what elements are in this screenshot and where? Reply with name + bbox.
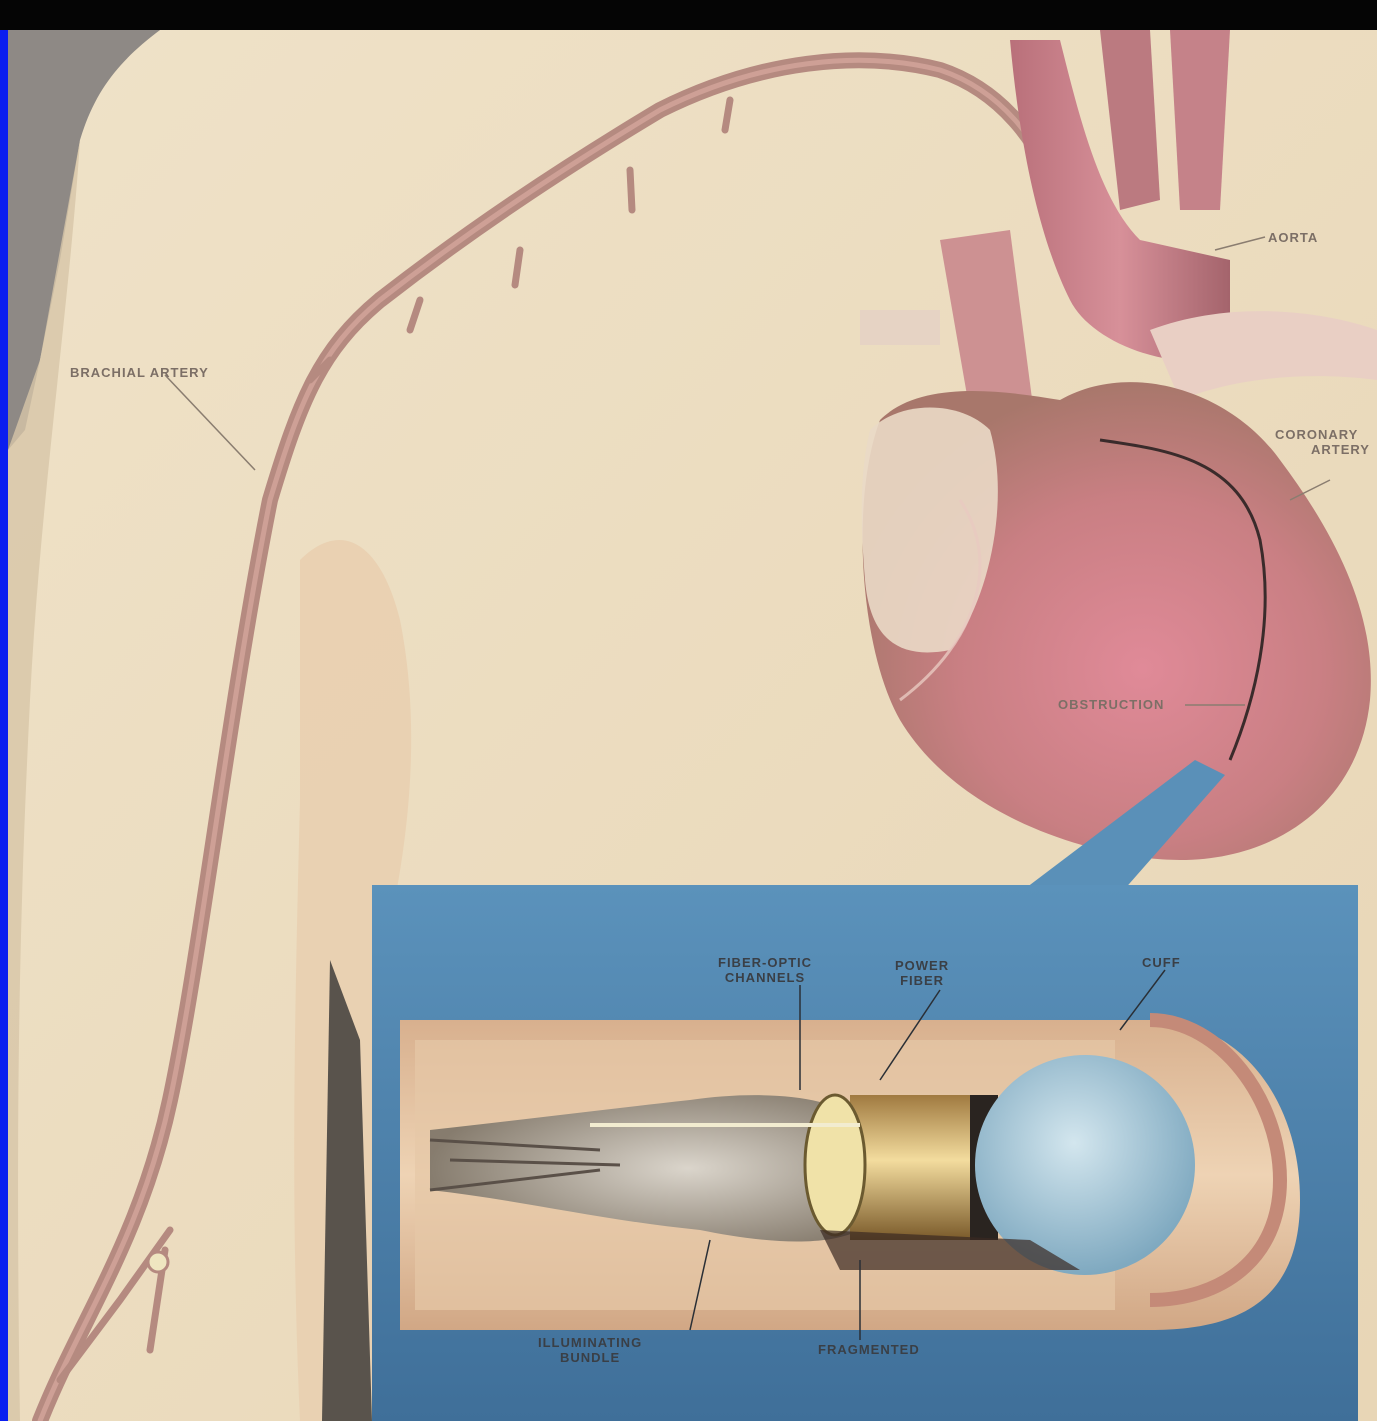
aorta-label: AORTA (1268, 230, 1318, 245)
illuminating-bundle-label-line2: BUNDLE (538, 1350, 642, 1365)
obstruction-label: OBSTRUCTION (1058, 697, 1164, 712)
coronary-artery-label-line1: CORONARY (1275, 427, 1370, 442)
cuff-label: CUFF (1142, 955, 1181, 970)
fiber-optic-label-line2: CHANNELS (718, 970, 812, 985)
great-vessel-2 (1170, 30, 1230, 210)
top-dark-band (0, 0, 1377, 30)
coronary-artery-label-line2: ARTERY (1275, 442, 1370, 457)
power-fiber-label-line1: POWER (895, 958, 949, 973)
elbow-junction (148, 1252, 168, 1272)
fiber-optic-label: FIBER-OPTIC CHANNELS (718, 955, 812, 985)
fiber-optic-label-line1: FIBER-OPTIC (718, 955, 812, 970)
catheter-tip (805, 1095, 865, 1235)
fragmented-label: FRAGMENTED (818, 1342, 920, 1357)
power-fiber-label: POWER FIBER (895, 958, 949, 988)
illuminating-bundle-label-line1: ILLUMINATING (538, 1335, 642, 1350)
coronary-artery-label: CORONARY ARTERY (1275, 427, 1370, 457)
left-atrium-stub (860, 310, 940, 345)
catheter-body (850, 1095, 990, 1240)
illuminating-bundle-label: ILLUMINATING BUNDLE (538, 1335, 642, 1365)
power-fiber-label-line2: FIBER (895, 973, 949, 988)
brachial-artery-label: BRACHIAL ARTERY (70, 365, 209, 380)
left-blue-edge (0, 30, 8, 1421)
